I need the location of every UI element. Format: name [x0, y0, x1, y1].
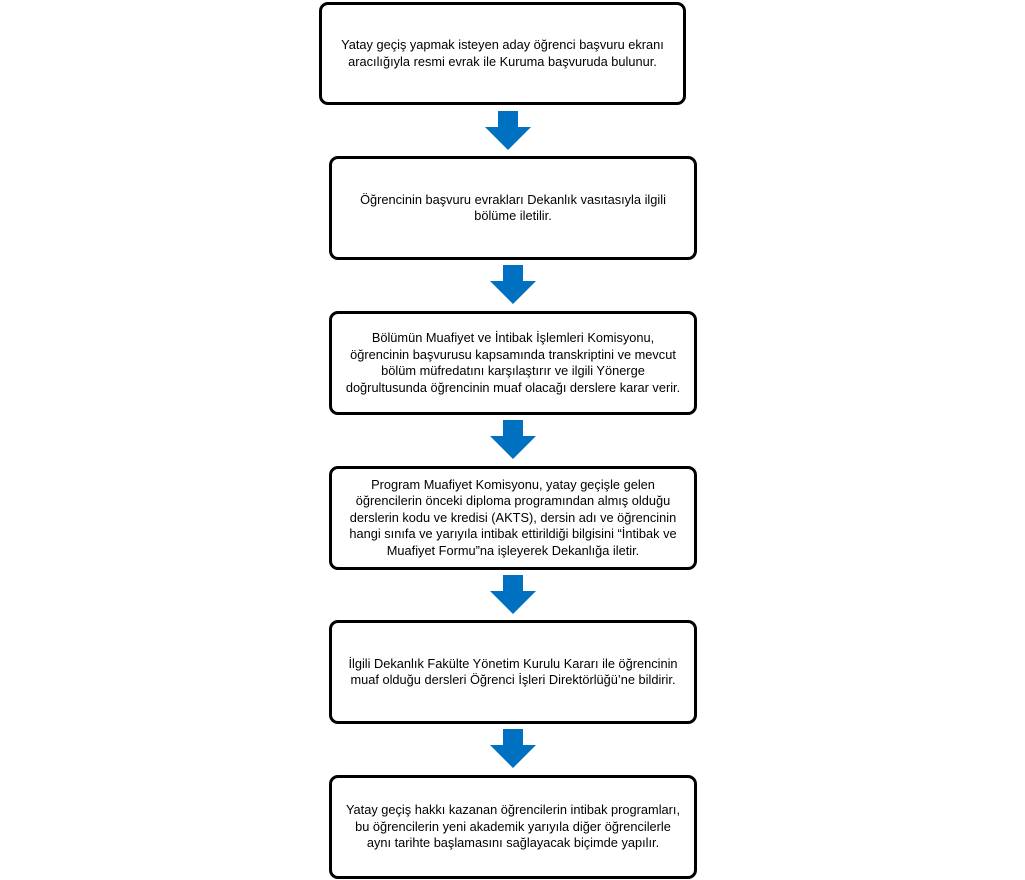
down-arrow-shape	[485, 111, 531, 150]
flow-step-4: Program Muafiyet Komisyonu, yatay geçişl…	[329, 466, 697, 570]
down-arrow-shape	[490, 729, 536, 768]
flow-step-4-text: Program Muafiyet Komisyonu, yatay geçişl…	[349, 476, 677, 558]
flow-step-2: Öğrencinin başvuru evrakları Dekanlık va…	[329, 156, 697, 260]
flow-step-2-text: Öğrencinin başvuru evrakları Dekanlık va…	[360, 191, 666, 224]
down-arrow-shape	[490, 265, 536, 304]
flow-step-6-text: Yatay geçiş hakkı kazanan öğrencilerin i…	[345, 802, 681, 851]
flow-step-5-text: İlgili Dekanlık Fakülte Yönetim Kurulu K…	[348, 655, 678, 688]
flow-step-1: Yatay geçiş yapmak isteyen aday öğrenci …	[319, 2, 686, 105]
down-arrow-icon	[488, 265, 538, 305]
down-arrow-icon	[483, 111, 533, 151]
flow-step-6: Yatay geçiş hakkı kazanan öğrencilerin i…	[329, 775, 697, 879]
flow-step-1-text: Yatay geçiş yapmak isteyen aday öğrenci …	[341, 37, 664, 69]
down-arrow-icon	[488, 420, 538, 460]
down-arrow-shape	[490, 575, 536, 614]
down-arrow-icon	[488, 575, 538, 615]
down-arrow-shape	[490, 420, 536, 459]
flow-step-5: İlgili Dekanlık Fakülte Yönetim Kurulu K…	[329, 620, 697, 724]
flow-step-3: Bölümün Muafiyet ve İntibak İşlemleri Ko…	[329, 311, 697, 415]
flow-step-3-text: Bölümün Muafiyet ve İntibak İşlemleri Ko…	[345, 330, 681, 395]
down-arrow-icon	[488, 729, 538, 769]
